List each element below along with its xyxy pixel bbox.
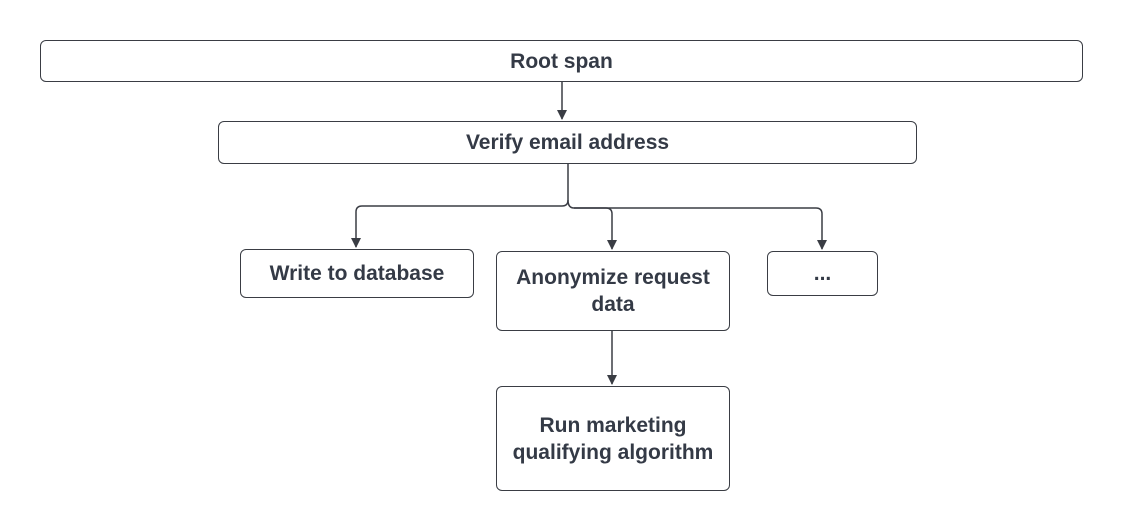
node-root-span[interactable]: Root span [40, 40, 1083, 82]
node-label: Verify email address [465, 131, 670, 154]
node-label: ... [813, 262, 832, 285]
node-verify-email-address[interactable]: Verify email address [218, 121, 917, 164]
edge-verify-to-write [351, 164, 569, 248]
node-label: Run marketing qualifying algorithm [512, 413, 714, 464]
node-label: Anonymize request data [516, 266, 710, 316]
node-run-marketing-qualifying-algorithm[interactable]: Run marketing qualifying algorithm [496, 386, 730, 491]
edge-verify-to-more [574, 207, 827, 250]
node-label: Write to database [269, 262, 445, 285]
node-ellipsis[interactable]: ... [767, 251, 878, 296]
node-write-to-database[interactable]: Write to database [240, 249, 474, 298]
node-anonymize-request-data[interactable]: Anonymize request data [496, 251, 730, 331]
node-label: Root span [510, 49, 613, 73]
